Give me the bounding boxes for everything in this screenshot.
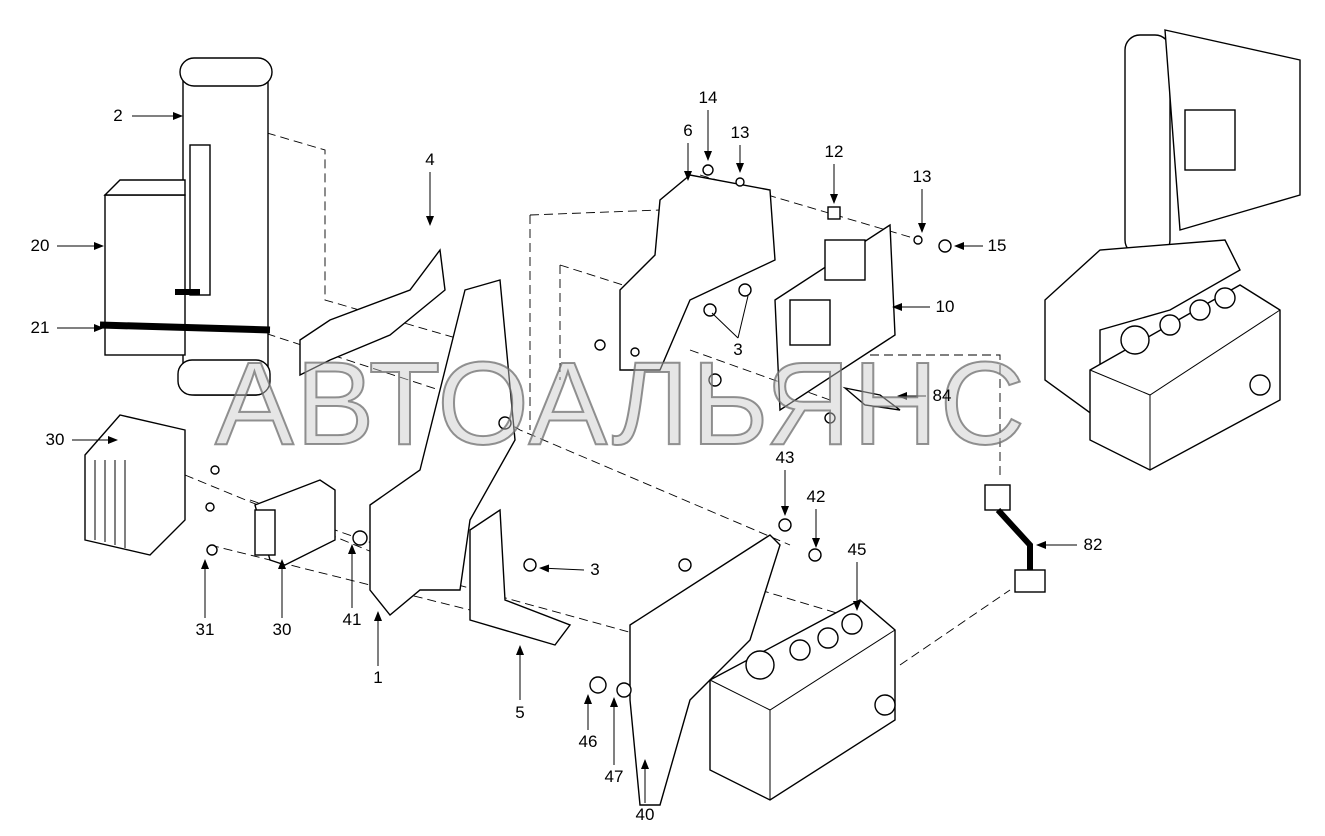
bracket-30	[254, 479, 336, 566]
callout-12: 12	[824, 142, 844, 161]
callout-40: 40	[635, 805, 655, 824]
callout-3: 3	[590, 560, 600, 579]
module-20	[99, 179, 271, 356]
callout-5: 5	[515, 703, 525, 722]
callout-84: 84	[932, 386, 952, 405]
callout-42: 42	[806, 487, 826, 506]
callout-6: 6	[683, 121, 693, 140]
fasteners	[205, 164, 952, 698]
cover-30	[84, 414, 186, 556]
callout-14: 14	[698, 88, 718, 107]
callout-43: 43	[775, 448, 795, 467]
callout-13: 13	[730, 123, 750, 142]
callout-3: 3	[733, 340, 743, 359]
cable-82	[984, 484, 1046, 593]
callout-82: 82	[1083, 535, 1103, 554]
bracket-5	[469, 508, 572, 646]
callout-15: 15	[987, 236, 1007, 255]
bracket-4	[299, 248, 446, 377]
callout-13: 13	[912, 167, 932, 186]
callout-31: 31	[195, 620, 215, 639]
callout-30: 30	[45, 430, 65, 449]
column-housing-2	[177, 57, 273, 396]
callout-10: 10	[935, 297, 955, 316]
plate-1	[369, 279, 516, 616]
callout-4: 4	[425, 150, 435, 169]
plate-40	[629, 534, 781, 806]
callout-20: 20	[30, 236, 50, 255]
callout-46: 46	[578, 732, 598, 751]
watermark: АВТОАЛЬЯНС	[214, 338, 1028, 470]
leader-arrows	[57, 110, 1077, 803]
circuit-board-10	[774, 223, 896, 412]
callout-47: 47	[604, 767, 624, 786]
assembled-unit	[1044, 29, 1301, 471]
callout-1: 1	[373, 668, 383, 687]
box-45	[709, 599, 896, 801]
bracket-6	[619, 174, 776, 371]
callout-30: 30	[272, 620, 292, 639]
callout-45: 45	[847, 540, 867, 559]
callout-21: 21	[30, 318, 50, 337]
callout-41: 41	[342, 610, 362, 629]
callout-2: 2	[113, 106, 123, 125]
